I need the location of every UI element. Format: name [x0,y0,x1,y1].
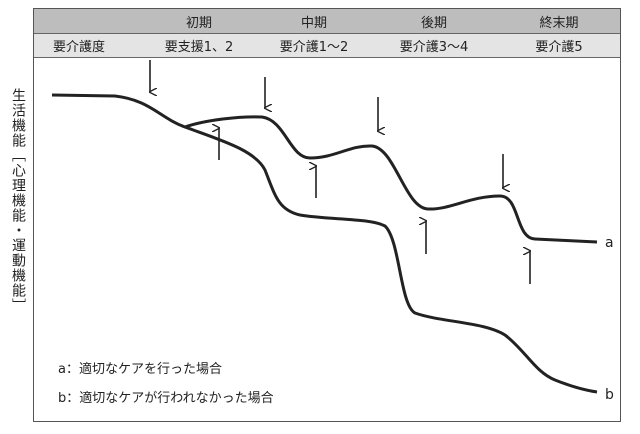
curve-b-label: b [605,387,614,403]
stage-late: 後期 [420,15,447,31]
stage-middle: 中期 [300,15,327,31]
up-arrows [219,128,530,284]
care-level-middle: 要介護1〜2 [279,40,349,55]
stage-header-row: 初期 中期 後期 終末期 [34,9,620,34]
stage-early: 初期 [185,15,212,31]
care-level-late: 要介護3〜4 [399,40,469,55]
curve-a-label: a [605,235,614,251]
care-level-row: 要介護度 要支援1、2 要介護1〜2 要介護3〜4 要介護5 [34,34,620,58]
care-level-terminal: 要介護5 [535,40,583,55]
legend-a: a：適切なケアを行った場合 [58,362,222,377]
legend-b: b：適切なケアが行われなかった場合 [58,391,274,406]
stage-terminal: 終末期 [539,15,579,31]
down-arrows [150,60,503,188]
y-axis-label: 生活機能［心理機能・運動機能］ [10,88,26,313]
care-level-early: 要支援1、2 [164,40,234,55]
curve-a [51,93,598,244]
care-level-label: 要介護度 [52,40,105,55]
curve-b [184,125,598,394]
diagram-frame [33,8,621,422]
